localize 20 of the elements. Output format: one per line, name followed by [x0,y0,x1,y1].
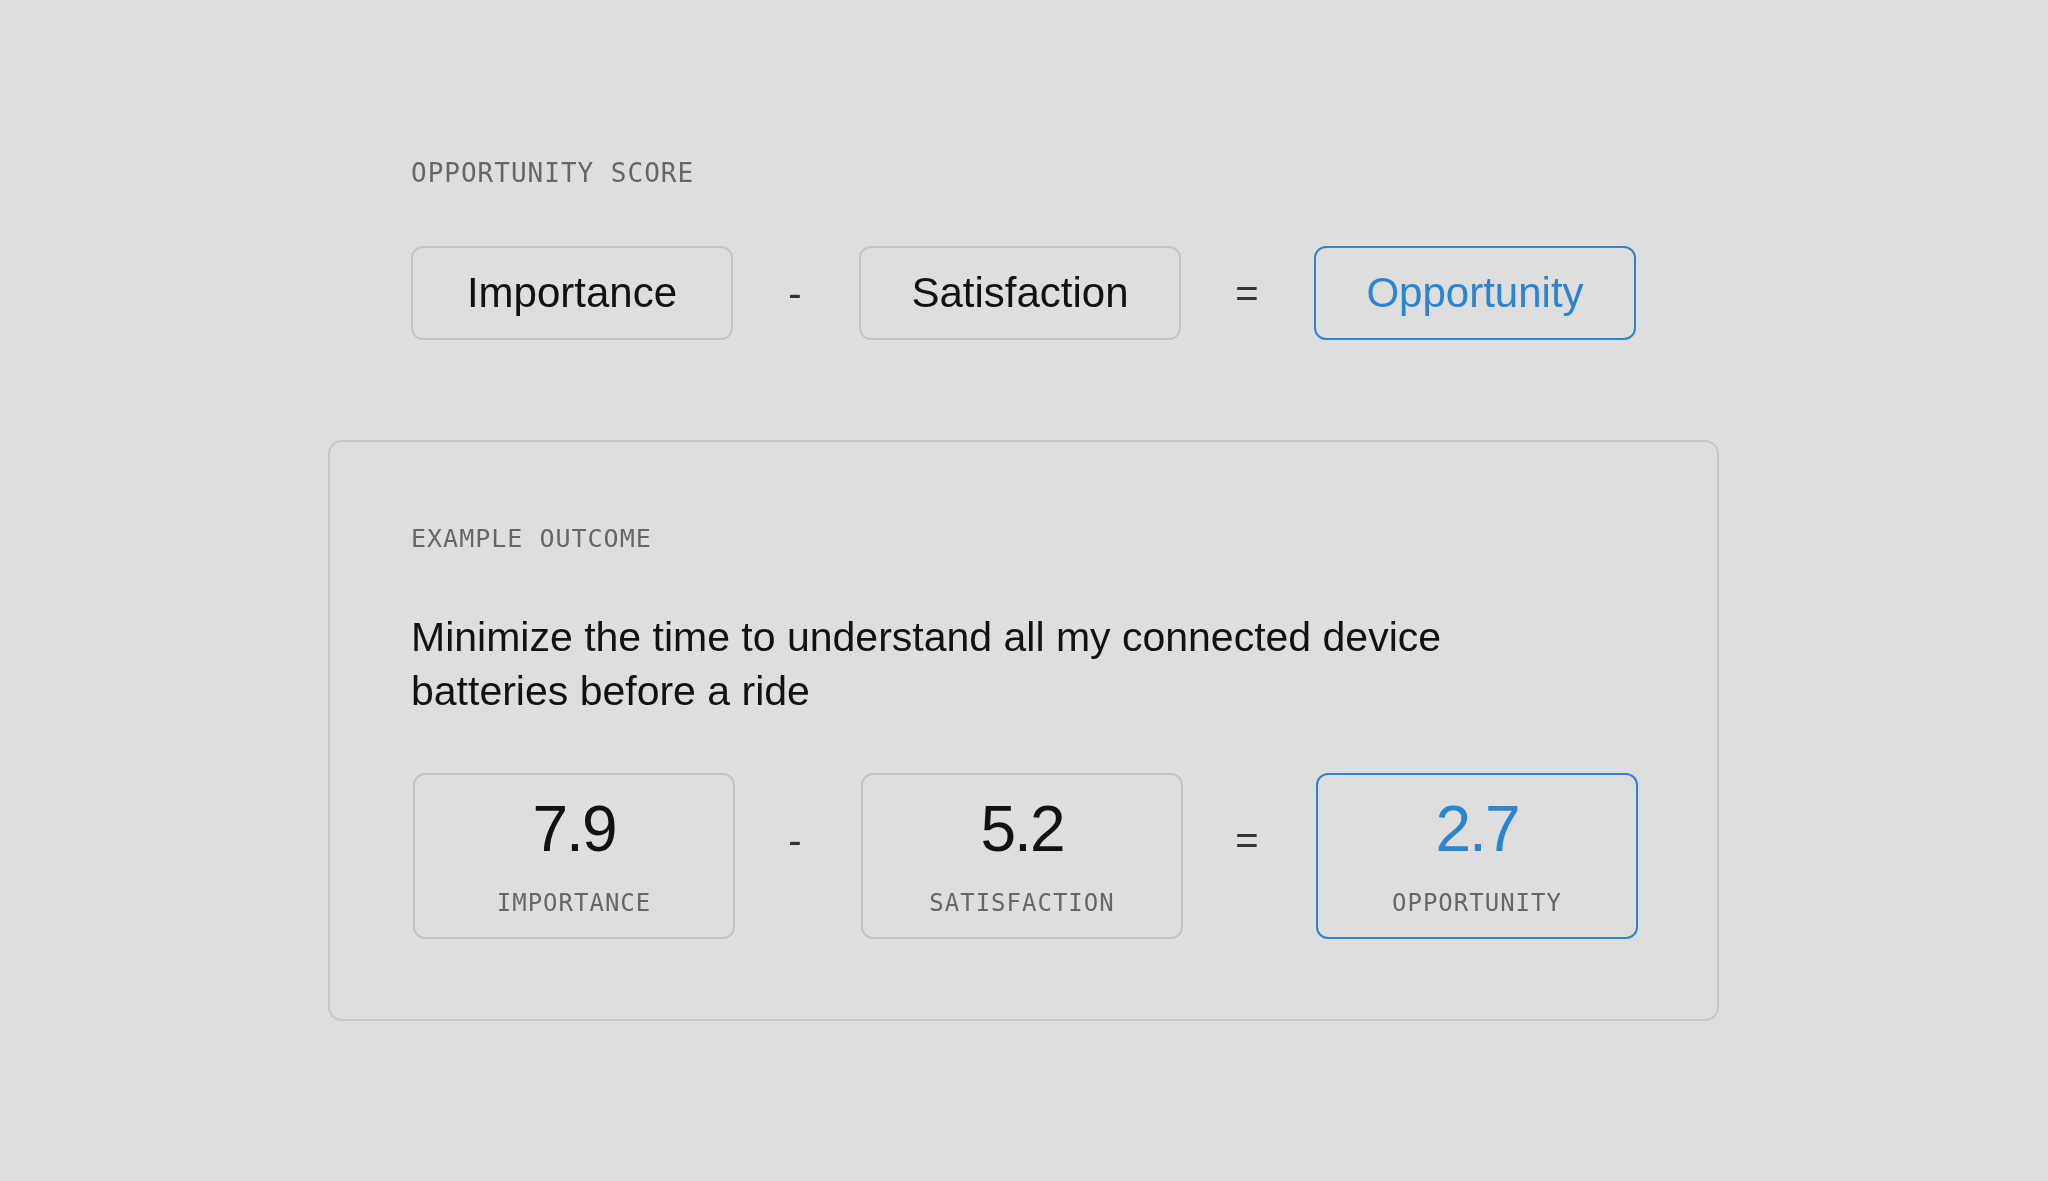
equals-sign: = [1235,820,1259,860]
result-card [1316,773,1638,939]
score-label: SATISFACTION [929,889,1115,917]
equals-sign: = [1235,273,1259,313]
score-card [413,773,735,939]
formula-term: Importance [411,246,733,340]
score-value: 5.2 [980,797,1064,861]
section-heading: OPPORTUNITY SCORE [411,158,695,188]
score-label: IMPORTANCE [496,889,652,917]
outcome-statement: Minimize the time to understand all my connected device batteries before a ride [411,613,1443,716]
minus-sign: - [788,273,802,313]
score-label: OPPORTUNITY [1392,889,1562,917]
score-value: 7.9 [532,797,616,861]
result-term: Opportunity [1314,246,1636,340]
example-panel [328,440,1719,1021]
score-value: 2.7 [1435,797,1519,861]
minus-sign: - [788,820,802,860]
panel-heading: EXAMPLE OUTCOME [411,524,652,553]
formula-term: Satisfaction [859,246,1181,340]
score-card [861,773,1183,939]
